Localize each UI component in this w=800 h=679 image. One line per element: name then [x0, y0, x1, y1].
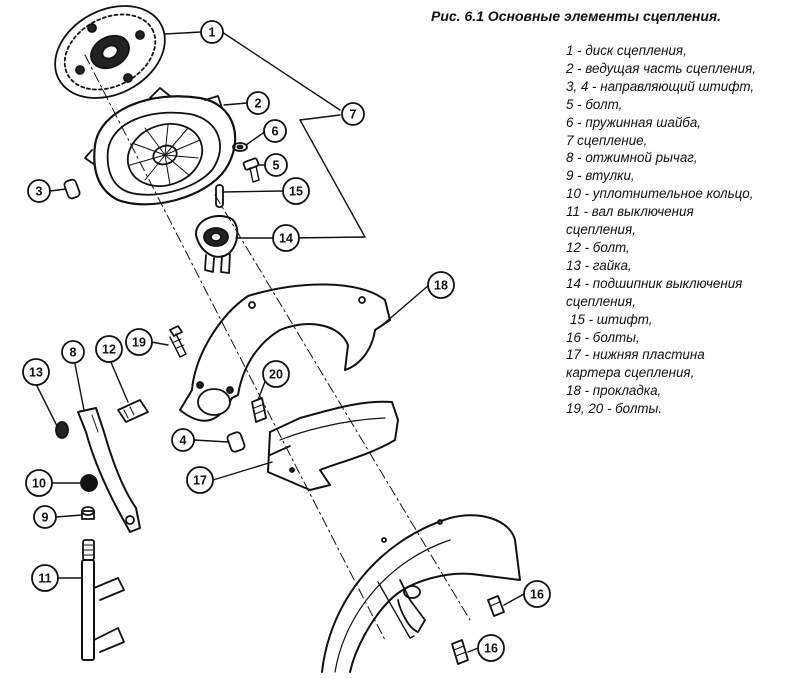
callout-18: 18 — [427, 271, 455, 299]
bolt-16-upper — [487, 595, 505, 617]
guide-pin-3 — [63, 178, 81, 200]
callout-3: 3 — [27, 179, 51, 203]
callout-16-lower: 16 — [477, 634, 505, 662]
callout-16-upper: 16 — [523, 580, 551, 608]
release-bearing — [194, 215, 239, 274]
svg-text:20: 20 — [269, 368, 283, 382]
legend-item: 11 - вал выключения сцепления, — [566, 204, 694, 238]
callout-1: 1 — [200, 20, 224, 44]
callout-17: 17 — [186, 466, 214, 494]
legend-item: 16 - болты, — [566, 329, 640, 345]
callout-7: 7 — [341, 102, 365, 126]
svg-text:7: 7 — [350, 108, 357, 122]
pin-15 — [215, 184, 224, 208]
svg-text:13: 13 — [29, 366, 43, 380]
guide-pin-4 — [226, 431, 246, 453]
callout-4: 4 — [171, 428, 195, 452]
callout-6: 6 — [263, 119, 287, 143]
bushing — [81, 506, 95, 520]
svg-text:14: 14 — [279, 232, 293, 246]
svg-text:2: 2 — [255, 97, 262, 111]
nut-13 — [55, 421, 69, 439]
bolt-20 — [251, 397, 267, 423]
leader-lines — [35, 31, 525, 653]
callout-15: 15 — [282, 177, 310, 205]
svg-text:11: 11 — [38, 572, 51, 586]
legend-item: 13 - гайка, — [566, 257, 632, 273]
svg-text:4: 4 — [180, 434, 187, 448]
legend-item: 7 сцепление, — [566, 132, 648, 148]
svg-text:3: 3 — [36, 185, 43, 199]
callout-9: 9 — [33, 505, 57, 529]
svg-text:8: 8 — [70, 346, 77, 360]
svg-text:16: 16 — [530, 588, 544, 602]
release-lever — [77, 407, 141, 533]
legend-item: 17 - нижняя пластина картера сцепления, — [566, 347, 705, 381]
clutch-housing — [321, 514, 521, 673]
svg-text:15: 15 — [289, 185, 303, 199]
callout-8: 8 — [61, 340, 85, 364]
clutch-disc — [54, 5, 166, 99]
svg-text:1: 1 — [209, 26, 216, 40]
svg-text:16: 16 — [484, 642, 498, 656]
legend-item: 3, 4 - направляющий штифт, — [566, 78, 755, 94]
legend-item: 15 - штифт, — [570, 311, 653, 327]
callouts: 1 2 7 6 5 3 15 14 18 19 8 12 13 20 4 17 … — [22, 20, 551, 662]
spring-washer — [232, 142, 248, 152]
callout-20: 20 — [262, 360, 290, 388]
legend-item: 6 - пружинная шайба, — [566, 114, 701, 130]
bolt-12 — [117, 399, 149, 423]
legend-item: 14 - подшипник выключения сцепления, — [566, 275, 743, 309]
sealing-ring — [80, 474, 98, 492]
callout-2: 2 — [246, 91, 270, 115]
svg-text:6: 6 — [272, 125, 279, 139]
callout-10: 10 — [25, 469, 53, 497]
callout-5: 5 — [264, 153, 288, 177]
parts-legend: 1 - диск сцепления, 2 - ведущая часть сц… — [566, 42, 762, 418]
svg-text:12: 12 — [102, 343, 116, 357]
legend-item: 18 - прокладка, — [566, 383, 662, 399]
legend-item: 1 - диск сцепления, — [566, 43, 687, 58]
pressure-plate — [84, 87, 237, 206]
callout-12: 12 — [95, 335, 123, 363]
callout-14: 14 — [272, 224, 300, 252]
svg-text:19: 19 — [132, 336, 146, 350]
svg-text:18: 18 — [434, 279, 448, 293]
svg-text:10: 10 — [32, 477, 46, 491]
svg-text:17: 17 — [193, 474, 207, 488]
bolt-16-lower — [451, 639, 469, 665]
legend-item: 9 - втулки, — [566, 168, 635, 184]
callout-11: 11 — [31, 564, 59, 592]
release-shaft — [81, 539, 125, 661]
legend-item: 8 - отжимной рычаг, — [566, 150, 698, 166]
gasket — [179, 283, 391, 422]
lower-housing-plate — [267, 400, 399, 491]
legend-item: 2 - ведущая часть сцепления, — [566, 60, 756, 76]
svg-text:9: 9 — [42, 511, 49, 525]
legend-item: 12 - болт, — [566, 239, 630, 255]
bolt-5 — [242, 157, 260, 183]
callout-13: 13 — [22, 358, 50, 386]
legend-item: 19, 20 - болты. — [566, 401, 663, 417]
legend-item: 10 - уплотнительное кольцо, — [566, 186, 754, 202]
legend-item: 5 - болт, — [566, 96, 623, 112]
bolt-19 — [169, 325, 187, 358]
svg-text:5: 5 — [273, 159, 280, 173]
figure-caption: Рис. 6.1 Основные элементы сцепления. — [431, 8, 722, 24]
callout-19: 19 — [125, 328, 153, 356]
